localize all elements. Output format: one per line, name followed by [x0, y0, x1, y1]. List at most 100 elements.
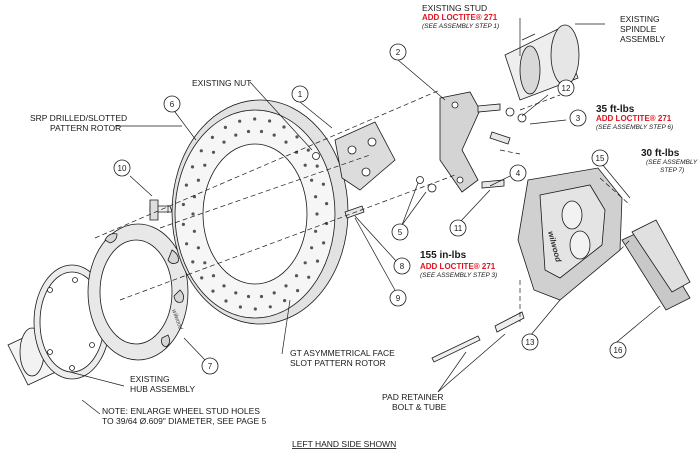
- drill-hole: [246, 129, 251, 134]
- drill-hole: [310, 178, 314, 182]
- svg-text:5: 5: [398, 228, 403, 237]
- caliper-mount-bracket: [334, 121, 396, 191]
- drill-hole: [325, 202, 329, 206]
- drill-hole: [200, 276, 204, 280]
- drill-hole: [321, 182, 325, 186]
- drill-hole: [282, 125, 286, 129]
- label-30-step-1: (SEE ASSEMBLY: [646, 159, 698, 166]
- svg-text:4: 4: [516, 169, 521, 178]
- drill-hole: [315, 259, 320, 263]
- svg-text:2: 2: [396, 48, 401, 57]
- drilled-slotted-rotor: [171, 99, 349, 325]
- callout-8: 8: [393, 257, 411, 275]
- drill-hole: [268, 305, 272, 309]
- label-spindle-1: EXISTING: [620, 14, 660, 24]
- drill-hole: [211, 274, 216, 278]
- drill-hole: [314, 229, 318, 233]
- label-stud-loctite: ADD LOCTITE® 271: [422, 13, 498, 22]
- callout-7: 7: [201, 357, 219, 375]
- svg-text:1: 1: [298, 90, 303, 99]
- callout-5: 5: [391, 223, 409, 241]
- callout-2: 2: [389, 43, 407, 61]
- svg-text:16: 16: [614, 346, 623, 355]
- drill-hole: [199, 149, 203, 153]
- label-rotor-2: PATTERN ROTOR: [50, 123, 121, 133]
- callout-9: 9: [389, 289, 407, 307]
- svg-text:9: 9: [396, 294, 401, 303]
- label-spindle-3: ASSEMBLY: [620, 34, 666, 44]
- rotor-hat: wilwood: [87, 223, 189, 361]
- drill-hole: [303, 163, 307, 167]
- drill-hole: [246, 294, 251, 299]
- drill-hole: [272, 133, 276, 137]
- drill-hole: [234, 291, 238, 295]
- drill-hole: [196, 178, 200, 182]
- svg-text:11: 11: [454, 224, 463, 233]
- drill-hole: [259, 294, 264, 299]
- drill-hole: [234, 133, 238, 137]
- drill-hole: [222, 140, 226, 144]
- drill-hole: [211, 289, 215, 293]
- drill-hole: [238, 119, 242, 123]
- callout-11: 11: [449, 219, 467, 237]
- callout-6: 6: [163, 95, 181, 113]
- callout-13: 13: [521, 333, 539, 351]
- label-torque-30: 30 ft-lbs: [641, 148, 680, 159]
- drill-hole: [181, 222, 185, 226]
- drill-hole: [184, 183, 188, 187]
- label-155-step: (SEE ASSEMBLY STEP 3): [420, 272, 497, 279]
- svg-text:10: 10: [118, 164, 127, 173]
- label-rotor-1: SRP DRILLED/SLOTTED: [30, 113, 127, 123]
- drill-hole: [294, 274, 299, 278]
- callout-12: 12: [557, 79, 575, 97]
- label-30-step-2: STEP 7): [660, 167, 684, 174]
- drill-hole: [223, 125, 227, 129]
- svg-text:6: 6: [170, 100, 175, 109]
- label-35-step: (SEE ASSEMBLY STEP 6): [596, 124, 673, 131]
- label-spindle-2: SPINDLE: [620, 24, 657, 34]
- svg-text:12: 12: [562, 84, 571, 93]
- drill-hole: [307, 275, 311, 279]
- callout-1: 1: [291, 85, 309, 103]
- drill-hole: [306, 148, 310, 152]
- drill-hole: [315, 164, 319, 168]
- drill-hole: [296, 289, 300, 293]
- drill-hole: [314, 195, 318, 199]
- label-note-2: TO 39/64 Ø.609" DIAMETER, SEE PAGE 5: [102, 416, 267, 426]
- existing-spindle-assembly: [504, 24, 580, 101]
- drill-hole: [315, 212, 319, 216]
- svg-text:7: 7: [208, 362, 213, 371]
- drill-hole: [191, 212, 195, 216]
- leader-lines: [69, 18, 661, 415]
- label-footer: LEFT HAND SIDE SHOWN: [292, 439, 396, 449]
- drill-hole: [222, 284, 226, 288]
- wheel-stud: [149, 199, 173, 221]
- drill-hole: [238, 305, 242, 309]
- callout-15: 15: [591, 149, 609, 167]
- label-note-1: NOTE: ENLARGE WHEEL STUD HOLES: [102, 406, 260, 416]
- pad-retainer-bolt-tube: [431, 311, 525, 363]
- drill-hole: [310, 246, 314, 250]
- drill-hole: [203, 261, 207, 265]
- drill-hole: [284, 284, 288, 288]
- drill-hole: [295, 135, 299, 139]
- label-35-loctite: ADD LOCTITE® 271: [596, 114, 672, 123]
- part-callouts: 1 2 3 4 5 6 7 8 9 10 11 12 13 15 16: [113, 43, 627, 375]
- drill-hole: [268, 119, 272, 123]
- callout-3: 3: [569, 109, 587, 127]
- label-gt-1: GT ASYMMETRICAL FACE: [290, 348, 395, 358]
- rotor-drill-holes: [181, 117, 329, 311]
- svg-text:8: 8: [400, 262, 405, 271]
- label-pad-1: PAD RETAINER: [382, 392, 444, 402]
- label-existing-nut: EXISTING NUT: [192, 78, 252, 88]
- callout-4: 4: [509, 164, 527, 182]
- drill-hole: [181, 202, 185, 207]
- callout-16: 16: [609, 341, 627, 359]
- svg-text:15: 15: [596, 154, 605, 163]
- callout-10: 10: [113, 159, 131, 177]
- svg-text:3: 3: [576, 114, 581, 123]
- label-hub-1: EXISTING: [130, 374, 170, 384]
- drill-hole: [224, 299, 228, 303]
- drill-hole: [211, 150, 216, 154]
- drill-hole: [192, 229, 196, 233]
